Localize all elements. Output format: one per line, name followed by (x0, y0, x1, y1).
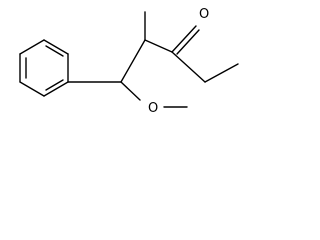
carbonyl-double-bond-a (171, 25, 197, 53)
ethyl-bond (204, 63, 239, 83)
methoxy-oxygen-label: O (148, 101, 158, 116)
ring-bond (19, 39, 45, 55)
carbonyl-double-bond-b (176, 29, 200, 55)
ring-bond (43, 39, 69, 55)
structure-canvas: O O (0, 0, 246, 121)
ch-carbonyl-bond (144, 39, 173, 53)
ring-double-bond (45, 79, 64, 91)
ring-double-bond (45, 45, 64, 57)
ring-bond (19, 81, 45, 97)
carbonyl-oxygen-label: O (199, 7, 209, 22)
molecule-structure-diagram: O O (19, 7, 239, 116)
benzene-ring (19, 39, 69, 97)
carbonyl-ethyl-bond (171, 51, 206, 83)
ring-bond (43, 81, 69, 97)
c-o-bond (120, 81, 141, 101)
ch-ch-bond (120, 39, 146, 83)
